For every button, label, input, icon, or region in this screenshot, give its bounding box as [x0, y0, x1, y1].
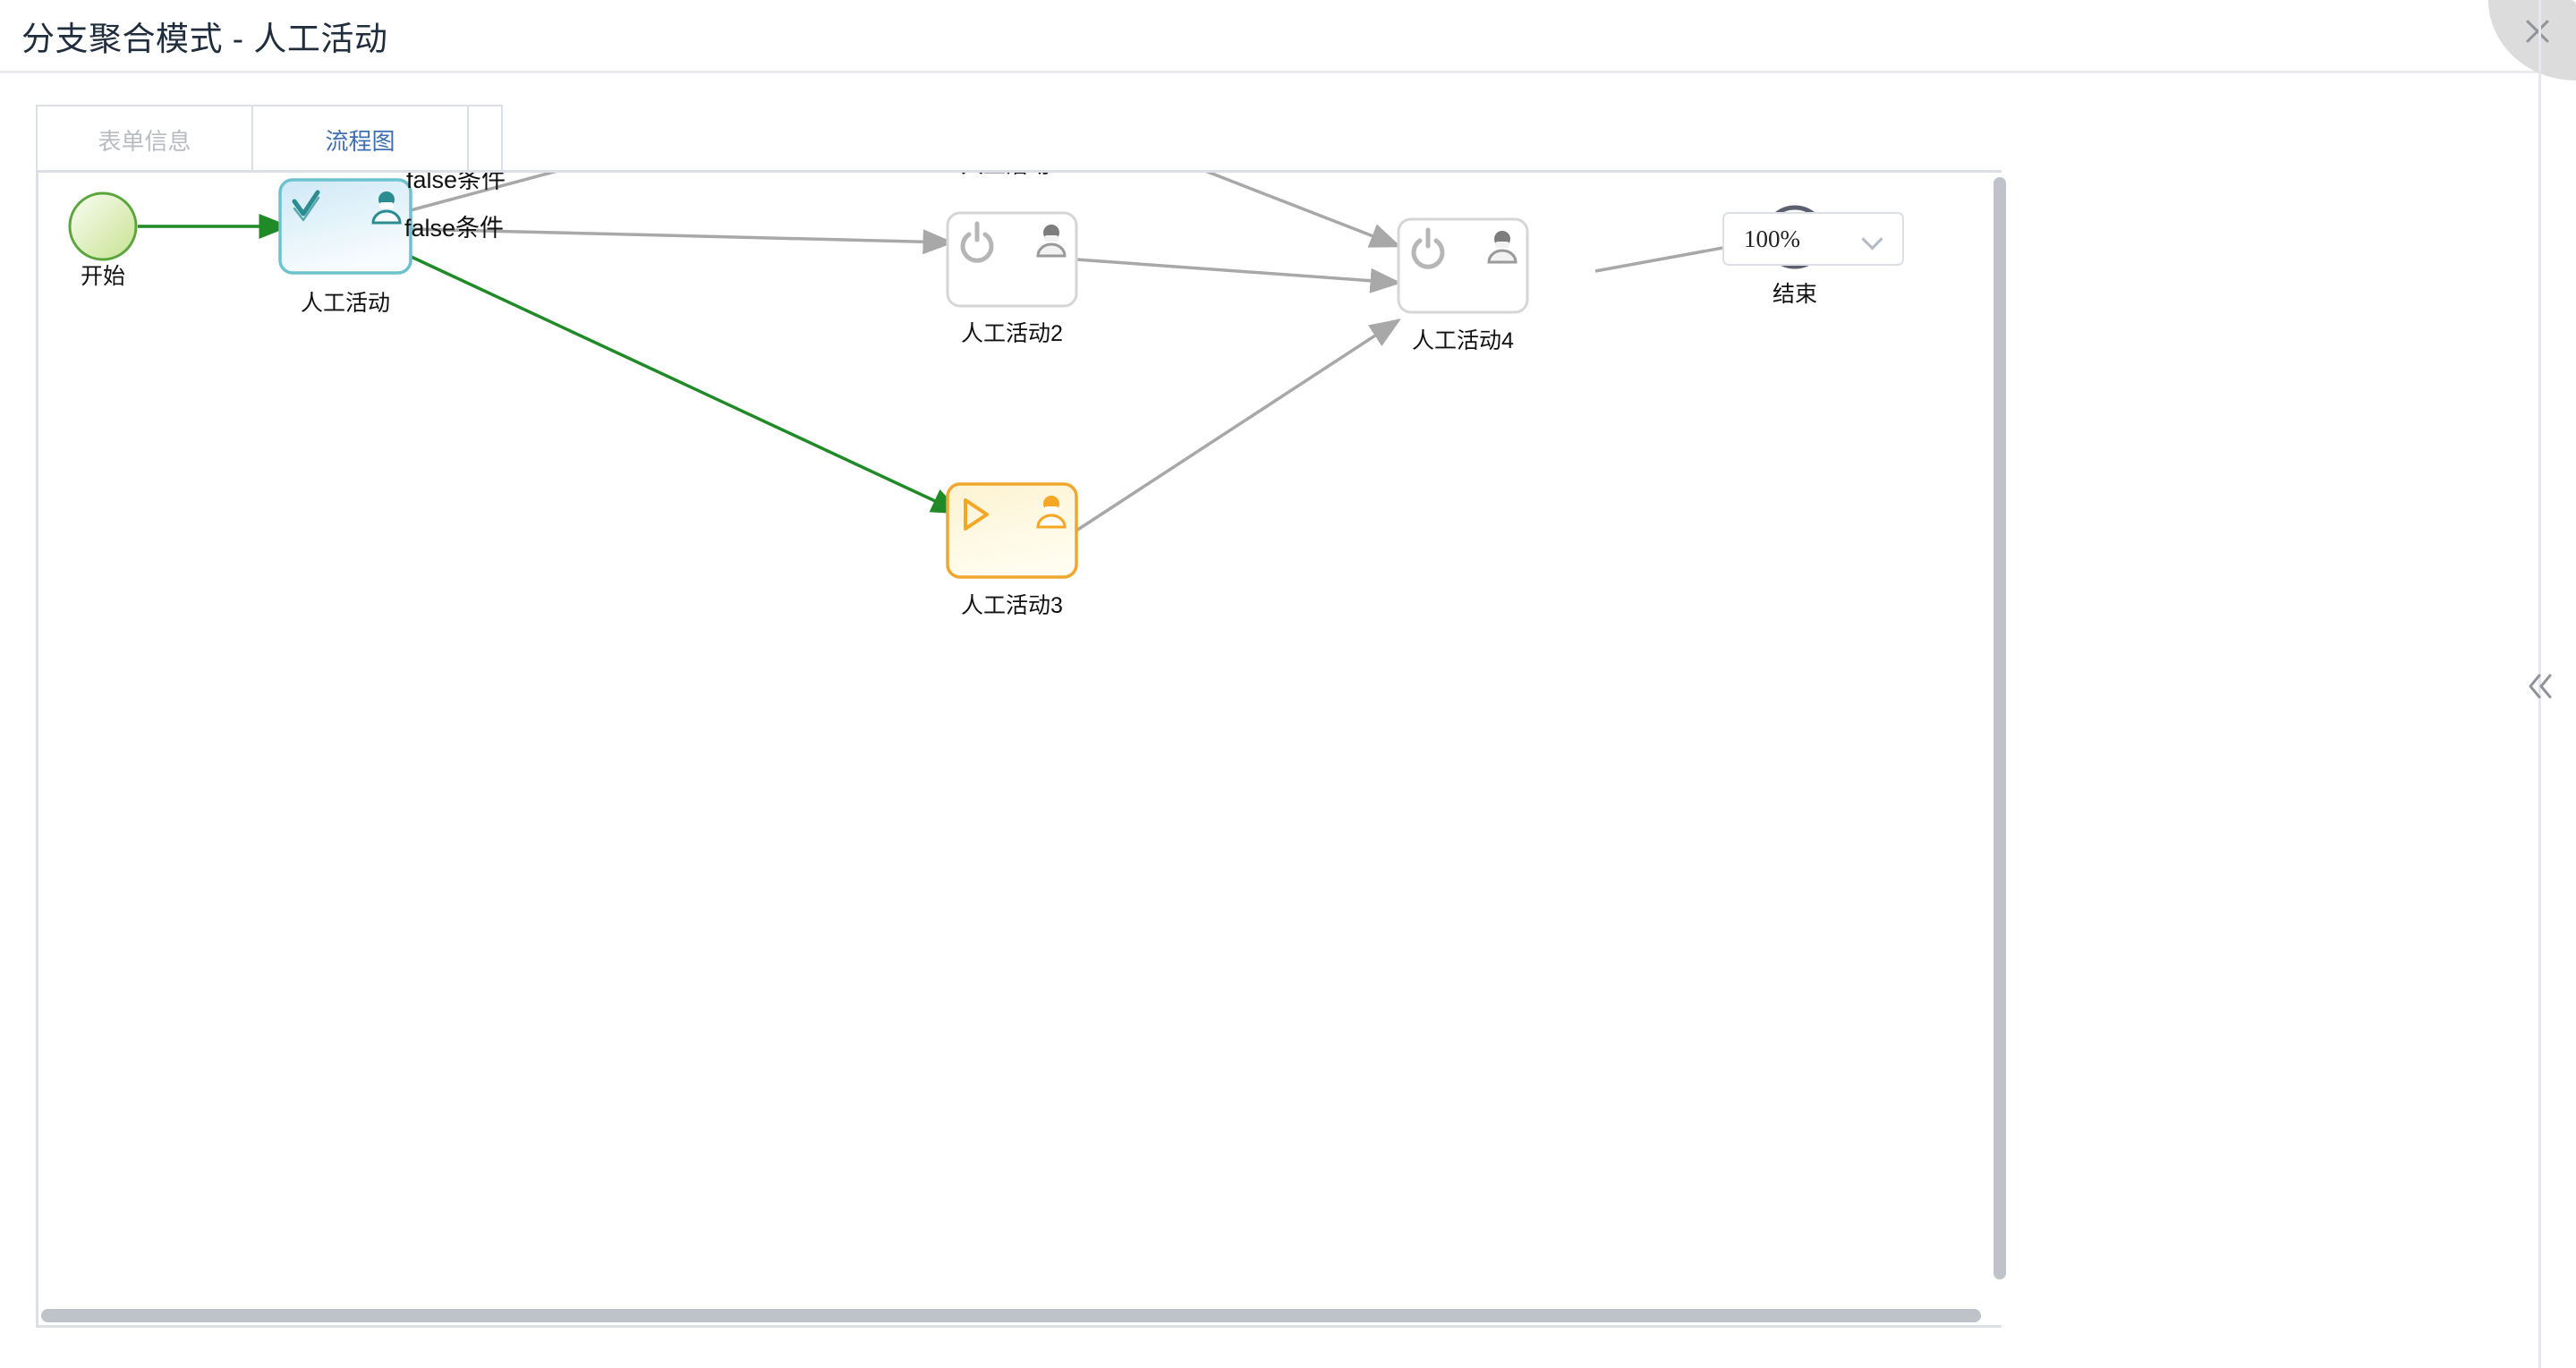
- tab-form-info[interactable]: 表单信息: [36, 105, 253, 173]
- node-label-task4: 人工活动4: [1412, 328, 1514, 353]
- user-icon: [1036, 225, 1067, 258]
- edge-task3-to-task4[interactable]: [1075, 319, 1401, 532]
- node-label-task1: 人工活动1: [961, 173, 1063, 180]
- node-label-task0: 人工活动: [300, 291, 391, 316]
- node-task-renwu-huodong[interactable]: [278, 178, 412, 275]
- edge-task2-to-task4[interactable]: [1075, 258, 1402, 293]
- node-task-renwu-huodong-2[interactable]: [946, 211, 1078, 308]
- dialog-header: 分支聚合模式 - 人工活动: [0, 0, 2576, 73]
- node-task-renwu-huodong-3[interactable]: [946, 482, 1078, 579]
- user-icon: [1036, 496, 1067, 529]
- diagram-canvas[interactable]: 开始 人工活动 人工活动1 人工活动2 人工活动3 人工活动4 结束 false…: [36, 170, 2002, 1328]
- node-label-end: 结束: [1772, 282, 1818, 307]
- node-label-task2: 人工活动2: [961, 321, 1063, 346]
- edge-label-false-condition-2: false条件: [404, 215, 505, 242]
- edge-task1-to-task4[interactable]: [1076, 173, 1402, 248]
- play-icon: [964, 498, 989, 531]
- node-task-renwu-huodong-4[interactable]: [1397, 217, 1529, 314]
- user-icon: [1487, 231, 1518, 264]
- zoom-level-value: 100%: [1744, 225, 1800, 252]
- chevron-down-icon: [1865, 232, 1883, 250]
- diagram-svg: [68, 173, 1827, 579]
- double-chevron-left-icon: [2529, 674, 2552, 699]
- tab-bar-filler: [467, 105, 503, 173]
- node-start[interactable]: [68, 191, 138, 261]
- user-icon: [371, 191, 402, 225]
- close-icon: [2522, 16, 2553, 47]
- tab-flow-diagram-label: 流程图: [325, 127, 395, 155]
- horizontal-scrollbar-thumb[interactable]: [41, 1309, 1981, 1322]
- node-label-start: 开始: [80, 264, 126, 289]
- power-icon: [1411, 227, 1445, 269]
- tab-flow-diagram[interactable]: 流程图: [251, 105, 469, 173]
- edge-task0-to-task1[interactable]: [410, 173, 951, 212]
- zoom-level-select[interactable]: 100%: [1722, 212, 1904, 266]
- check-icon: [292, 190, 320, 222]
- edge-task0-to-task2[interactable]: [410, 227, 955, 255]
- vertical-scrollbar-thumb[interactable]: [1994, 177, 2006, 1279]
- tab-bar: 表单信息 流程图: [36, 105, 503, 173]
- power-icon: [960, 221, 994, 263]
- edge-task0-to-task3[interactable]: [403, 251, 964, 514]
- edge-label-false-condition-1: false条件: [406, 170, 506, 193]
- right-panel-divider: [2538, 0, 2541, 1368]
- tab-form-info-label: 表单信息: [98, 127, 191, 155]
- page-title: 分支聚合模式 - 人工活动: [21, 20, 388, 57]
- node-label-task3: 人工活动3: [961, 593, 1063, 618]
- collapse-panel-button[interactable]: [2521, 667, 2561, 706]
